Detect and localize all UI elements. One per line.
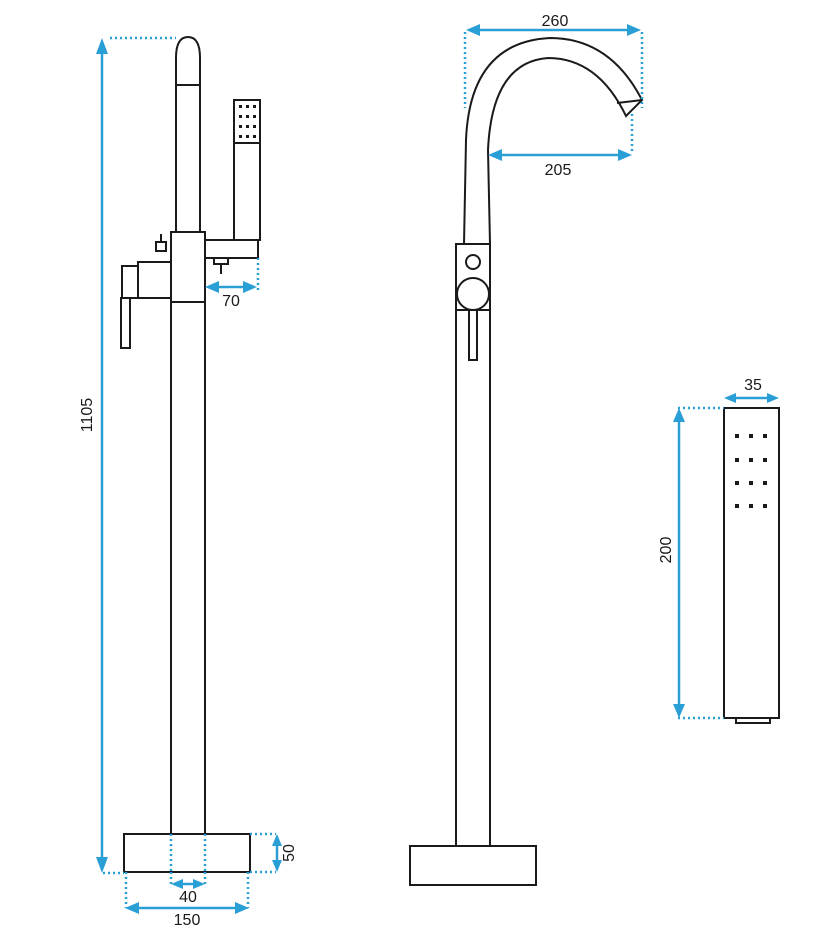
spout-tip-line — [616, 99, 643, 104]
mixer-cap — [121, 265, 139, 299]
diverter-knob — [155, 241, 167, 252]
mixer-lever-front — [468, 309, 478, 361]
hand-shower-connector — [735, 717, 771, 724]
label-hand-shower-width: 35 — [744, 377, 762, 394]
diverter-button — [465, 254, 481, 270]
mixer-handle-base — [456, 277, 490, 311]
upper-tube — [175, 35, 201, 233]
hand-shower-detail — [723, 407, 780, 724]
holder-knob — [213, 257, 229, 265]
dim-spout-reach — [488, 114, 634, 161]
label-arm-reach: 70 — [222, 293, 240, 310]
label-base-height: 50 — [281, 844, 298, 862]
dim-base-height — [250, 832, 282, 874]
holder-arm — [203, 239, 259, 259]
front-floor-base — [409, 845, 537, 886]
column — [170, 301, 206, 835]
dim-total-height — [96, 36, 176, 875]
label-pipe-width: 40 — [179, 889, 197, 906]
dim-base-width — [124, 872, 250, 914]
dim-spout-width — [463, 24, 644, 108]
valve-block — [170, 231, 206, 303]
hand-shower-nozzles — [735, 434, 767, 508]
label-hand-shower-length: 200 — [658, 537, 675, 564]
label-spout-width: 260 — [542, 13, 569, 30]
floor-base — [123, 833, 251, 873]
side-view — [120, 35, 261, 873]
dim-arm-reach — [205, 258, 260, 293]
front-view — [409, 36, 644, 886]
dim-hand-shower-width — [724, 393, 779, 403]
hand-shower-side — [233, 99, 261, 241]
label-total-height: 1105 — [79, 398, 96, 433]
dim-hand-shower-length — [673, 406, 724, 720]
mixer-lever — [120, 297, 131, 349]
hand-shower-side-nozzles — [239, 105, 256, 138]
gooseneck-spout — [462, 36, 644, 245]
hand-shower-body — [723, 407, 780, 719]
dim-pipe-width — [169, 872, 207, 889]
label-spout-reach: 205 — [545, 162, 572, 179]
label-base-width: 150 — [174, 912, 201, 929]
